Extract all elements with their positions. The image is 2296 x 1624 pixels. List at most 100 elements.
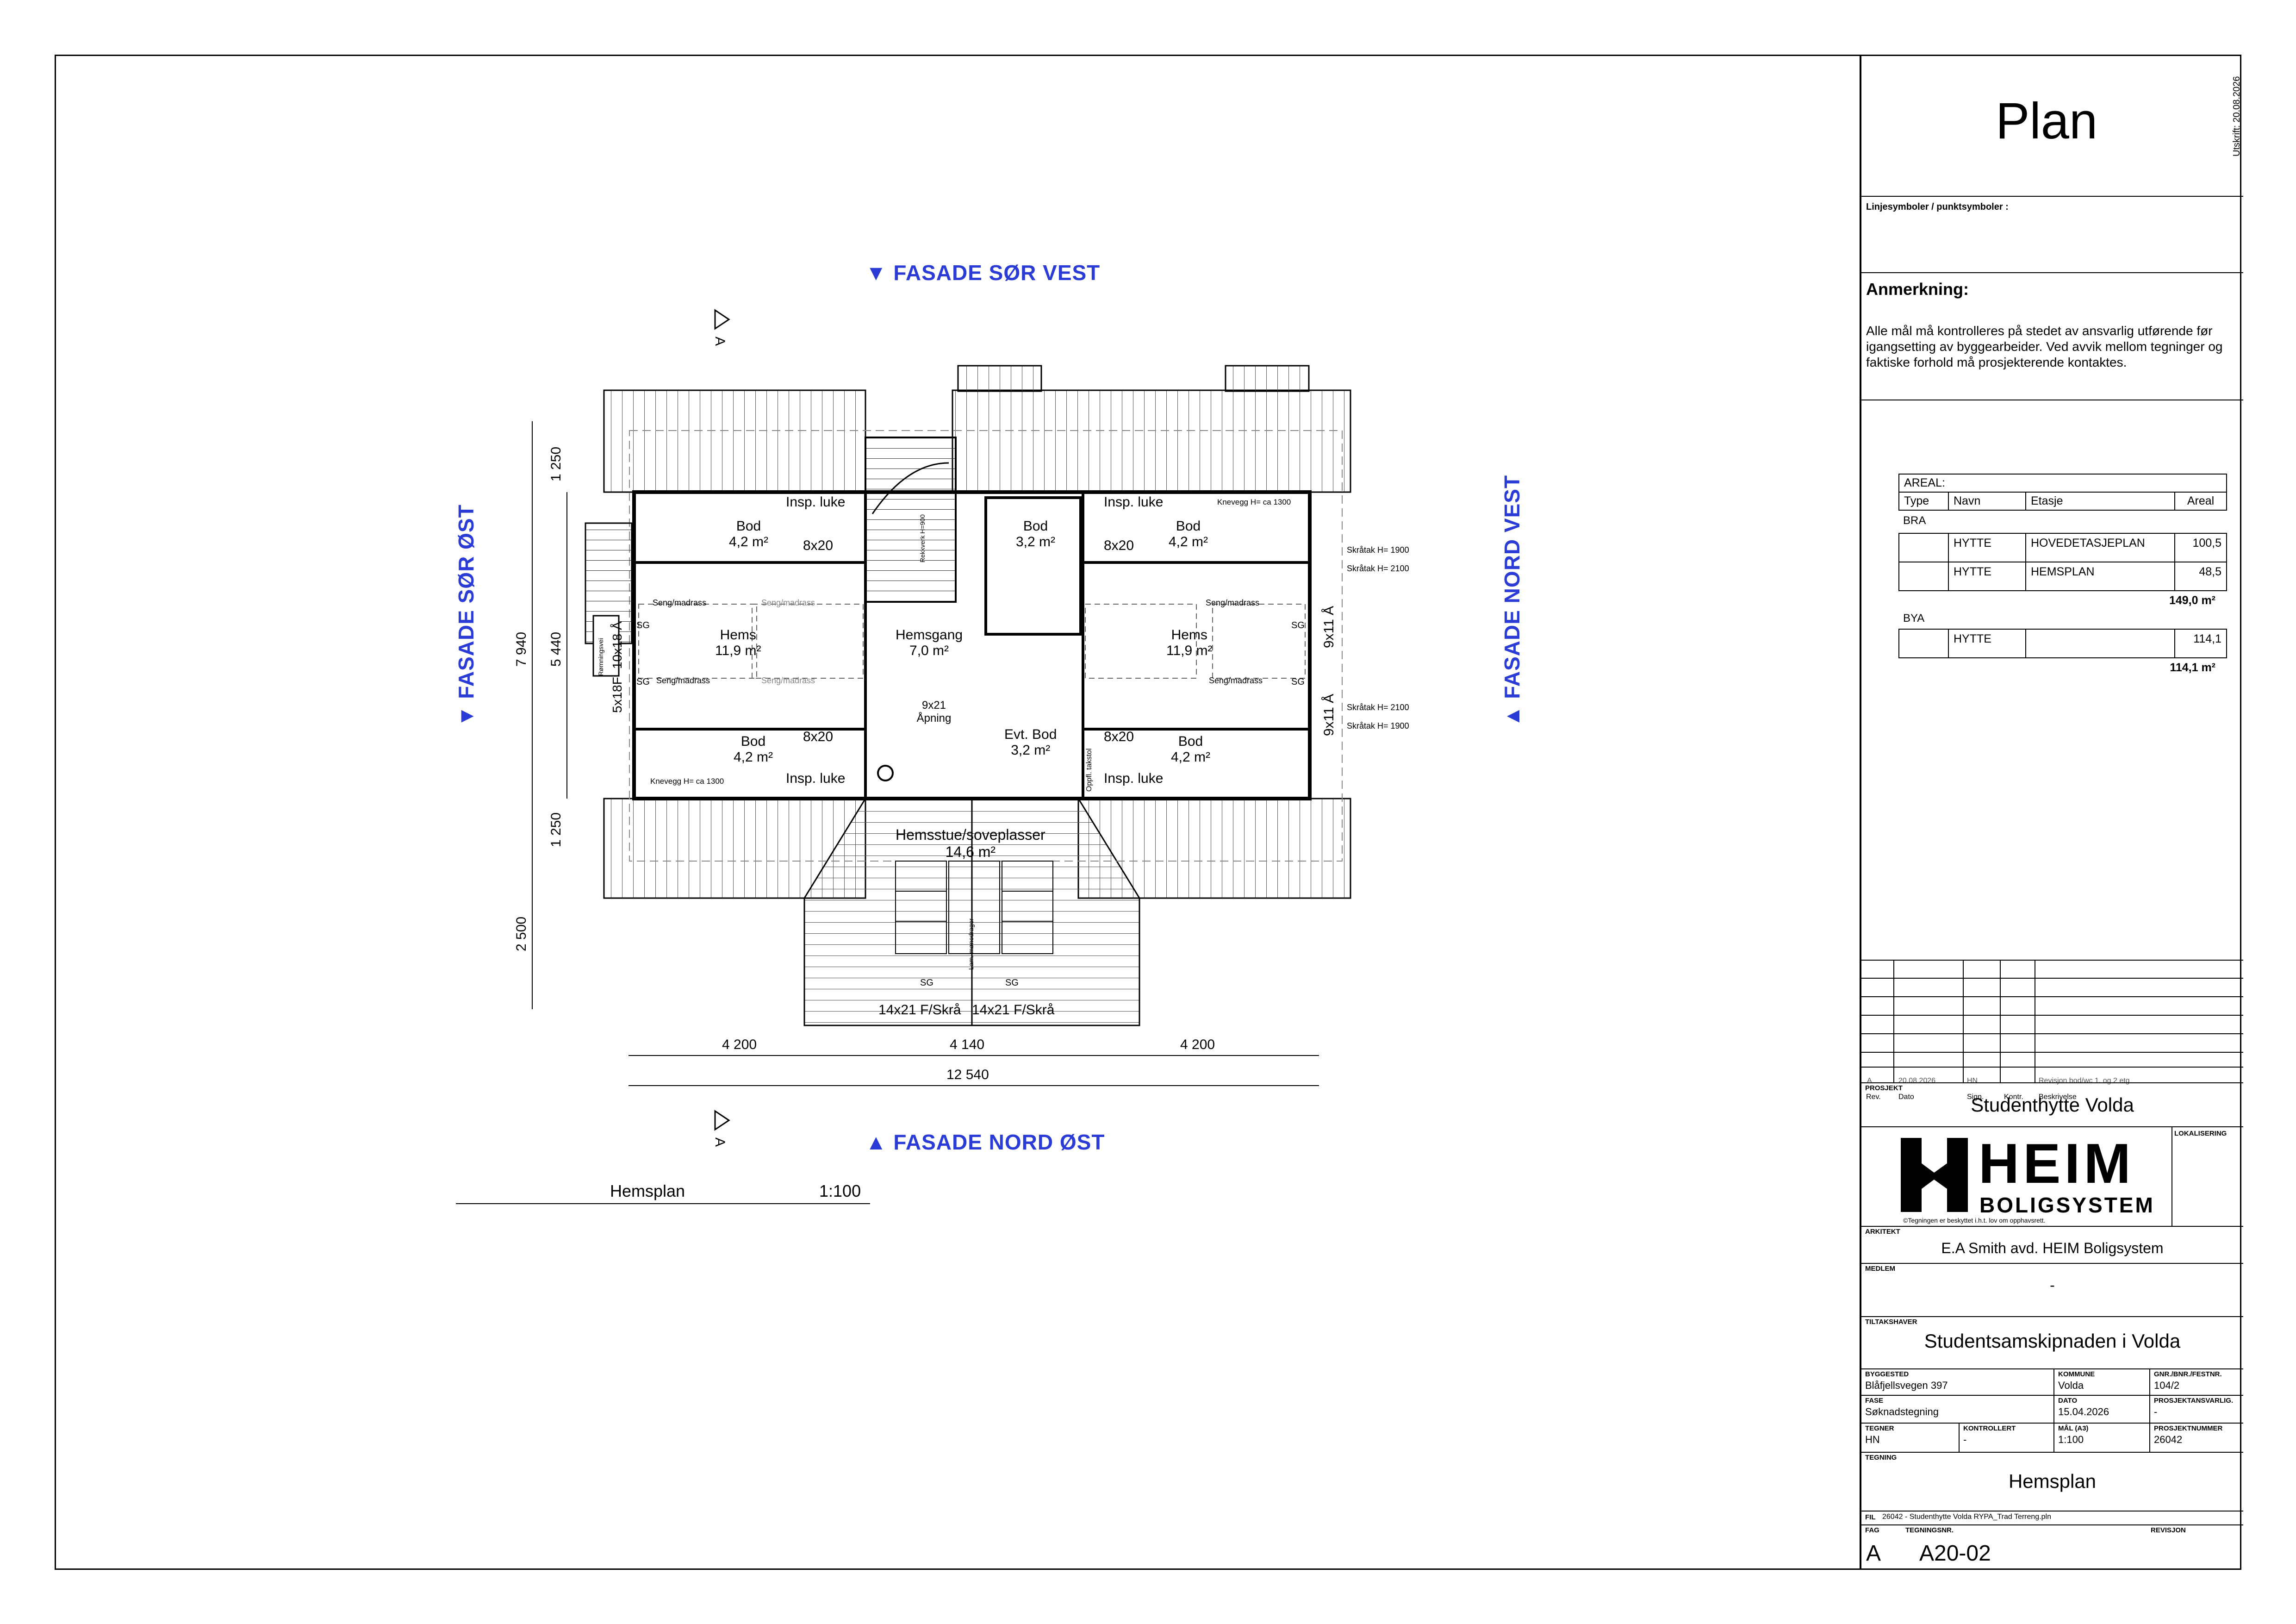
tegner-label: TEGNER — [1865, 1424, 1894, 1432]
prosjektnr-label: PROSJEKTNUMMER — [2154, 1424, 2223, 1432]
medlem-label: MEDLEM — [1865, 1265, 1895, 1273]
note-hatch: 8x20 — [803, 729, 834, 744]
facade-label-bottom: ▲ FASADE NORD ØST — [865, 1130, 1105, 1154]
sheet-title: Plan — [1996, 93, 2098, 150]
fag-label: FAG — [1865, 1526, 1879, 1534]
arkitekt: E.A Smith avd. HEIM Boligsystem — [1941, 1240, 2164, 1256]
medlem: - — [2050, 1277, 2055, 1293]
facade-label-top: ▼ FASADE SØR VEST — [865, 261, 1101, 285]
revision-grid — [1861, 960, 2243, 1082]
note-seng: Seng/madrass — [761, 598, 815, 607]
note-oppfl: Oppfl. takstol — [1085, 748, 1093, 792]
ansvarlig-label: PROSJEKTANSVARLIG. — [2154, 1397, 2234, 1405]
anmerkning-label: Anmerkning: — [1866, 280, 1969, 299]
note-seng: Seng/madrass — [761, 676, 815, 685]
kommune-label: KOMMUNE — [2058, 1370, 2095, 1378]
note-win: 9x11 Å — [1321, 606, 1337, 648]
note-insp-luke: Insp. luke — [786, 494, 846, 510]
note-knevegg: Knevegg H= ca 1300 — [650, 777, 724, 786]
prosjektnr: 26042 — [2154, 1434, 2183, 1445]
caption-scale: 1:100 — [819, 1181, 861, 1200]
gnr-label: GNR./BNR./FESTNR. — [2154, 1370, 2222, 1378]
heim-logo-mark — [1901, 1138, 1968, 1212]
note-sg: SG — [636, 620, 650, 631]
dim-v: 1 250 — [548, 446, 564, 481]
escape-route — [592, 615, 620, 677]
rev-row-date: 20.08.2026 — [1898, 1077, 1936, 1085]
bra-total: 149,0 m² — [2169, 594, 2215, 607]
note-opening: 9x21 Åpning — [916, 699, 952, 725]
drawing-sheet-border — [55, 55, 2241, 1570]
facade-label-right: ▲ FASADE NORD VEST — [1500, 475, 1524, 727]
note-seng: Seng/madrass — [1209, 676, 1263, 685]
print-date: Utskrift: 20.08.2026 — [2232, 76, 2242, 156]
rev-header: Kontr. — [2004, 1093, 2023, 1101]
logo-main: HEIM — [1979, 1132, 2134, 1195]
prosjekt-label: PROSJEKT — [1865, 1084, 1903, 1092]
dim-h: 4 140 — [950, 1037, 985, 1052]
note-lam: Lam. mønedrager — [967, 918, 975, 970]
note-seng: Seng/madrass — [653, 598, 707, 607]
dato-label: DATO — [2058, 1397, 2078, 1405]
note-skratak: Skråtak H= 2100 — [1347, 564, 1409, 573]
lokalisering-label: LOKALISERING — [2174, 1130, 2227, 1137]
caption-title: Hemsplan — [610, 1181, 685, 1200]
areal-columns: Type Navn Etasje Areal — [1898, 493, 2227, 511]
rev-header: Rev. — [1866, 1093, 1881, 1101]
bya-total: 114,1 m² — [2170, 661, 2215, 674]
facade-label-left: ▼ FASADE SØR ØST — [454, 504, 478, 727]
mal-label: MÅL (A3) — [2058, 1424, 2089, 1432]
tiltakshaver: Studentsamskipnaden i Volda — [1924, 1330, 2181, 1352]
title-block: Plan Utskrift: 20.08.2026 Linjesymboler … — [1860, 55, 2243, 1570]
note-knevegg: Knevegg H= ca 1300 — [1217, 498, 1291, 506]
exterior-wall — [632, 490, 1312, 800]
anmerkning-text: Alle mål må kontrolleres på stedet av an… — [1866, 324, 2223, 369]
stair-well — [865, 437, 957, 603]
tiltakshaver-label: TILTAKSHAVER — [1865, 1318, 1917, 1326]
note-skratak: Skråtak H= 2100 — [1347, 703, 1409, 712]
arkitekt-label: ARKITEKT — [1865, 1228, 1900, 1236]
byggested-label: BYGGESTED — [1865, 1370, 1909, 1378]
dim-v: 1 250 — [548, 812, 564, 847]
logo-sub: BOLIGSYSTEM — [1979, 1193, 2155, 1217]
kommune: Volda — [2058, 1380, 2084, 1391]
note-seng: Seng/madrass — [1206, 598, 1260, 607]
bra-label: BRA — [1903, 514, 1926, 527]
note-hatch: 8x20 — [1104, 538, 1134, 553]
kontrollert-label: KONTROLLERT — [1963, 1424, 2016, 1432]
rev-header: Sign. — [1967, 1093, 1984, 1101]
areal-row: HYTTE 114,1 — [1898, 629, 2227, 658]
roof-top-left — [603, 389, 866, 493]
floor-plan — [456, 309, 1351, 1204]
fag: A — [1866, 1541, 1881, 1566]
note-win: 10x18 Å — [610, 621, 624, 669]
stove-icon — [877, 765, 894, 781]
chimney-right — [1225, 365, 1310, 392]
note-win: 14x21 F/Skrå — [972, 1002, 1055, 1018]
note-sg: SG — [1005, 978, 1019, 988]
bya-label: BYA — [1903, 612, 1925, 625]
note-sg: SG — [920, 978, 933, 988]
note-win: 9x11 Å — [1321, 693, 1337, 736]
dato: 15.04.2026 — [2058, 1406, 2109, 1418]
note-insp-luke: Insp. luke — [1104, 494, 1164, 510]
roof-top-right — [952, 389, 1351, 493]
note-win: 5x18F — [610, 677, 624, 713]
note-sg: SG — [636, 677, 650, 687]
note-insp-luke: Insp. luke — [786, 771, 846, 786]
note-hatch: 8x20 — [1104, 729, 1134, 744]
note-insp-luke: Insp. luke — [1104, 771, 1164, 786]
fil: 26042 - Studenthytte Volda RYPA_Trad Ter… — [1882, 1513, 2051, 1521]
rev-header: Dato — [1898, 1093, 1914, 1101]
note-seng: Seng/madrass — [656, 676, 710, 685]
tegning-label: TEGNING — [1865, 1454, 1897, 1462]
rev-row: A — [1867, 1077, 1872, 1085]
